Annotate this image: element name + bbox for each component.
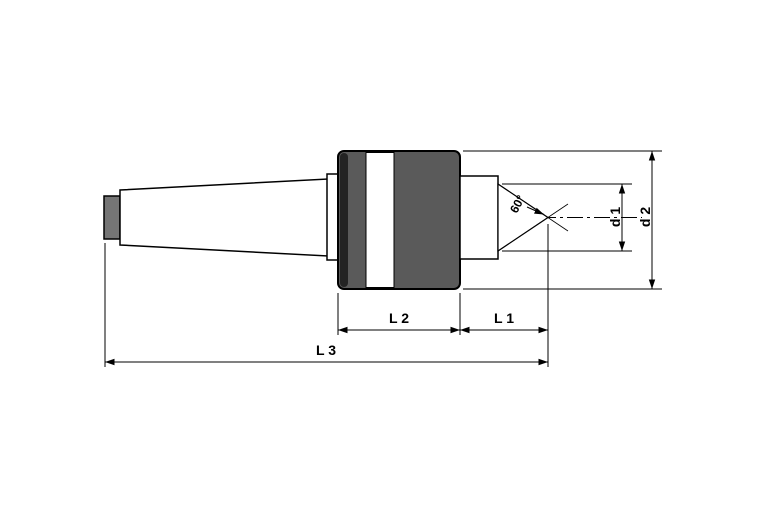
shank-collar: [326, 173, 339, 261]
label-l2: L 2: [389, 310, 409, 326]
housing-stripe: [365, 152, 395, 288]
angle-leader-arrow: [526, 206, 545, 215]
label-l1: L 1: [494, 310, 514, 326]
housing-body: [337, 150, 461, 290]
label-l3: L 3: [316, 342, 336, 358]
cone-angle-construction-line-lower: [497, 203, 569, 252]
label-d1: d 1: [607, 207, 623, 227]
cone-angle-construction-line-upper: [497, 183, 569, 232]
morse-taper-shank: [119, 178, 329, 257]
point-base-cylinder: [459, 175, 499, 260]
shank-end-cap: [103, 195, 121, 240]
center-point-cone: [497, 182, 550, 253]
label-d2: d 2: [637, 207, 653, 227]
housing-left-edge: [340, 153, 348, 287]
